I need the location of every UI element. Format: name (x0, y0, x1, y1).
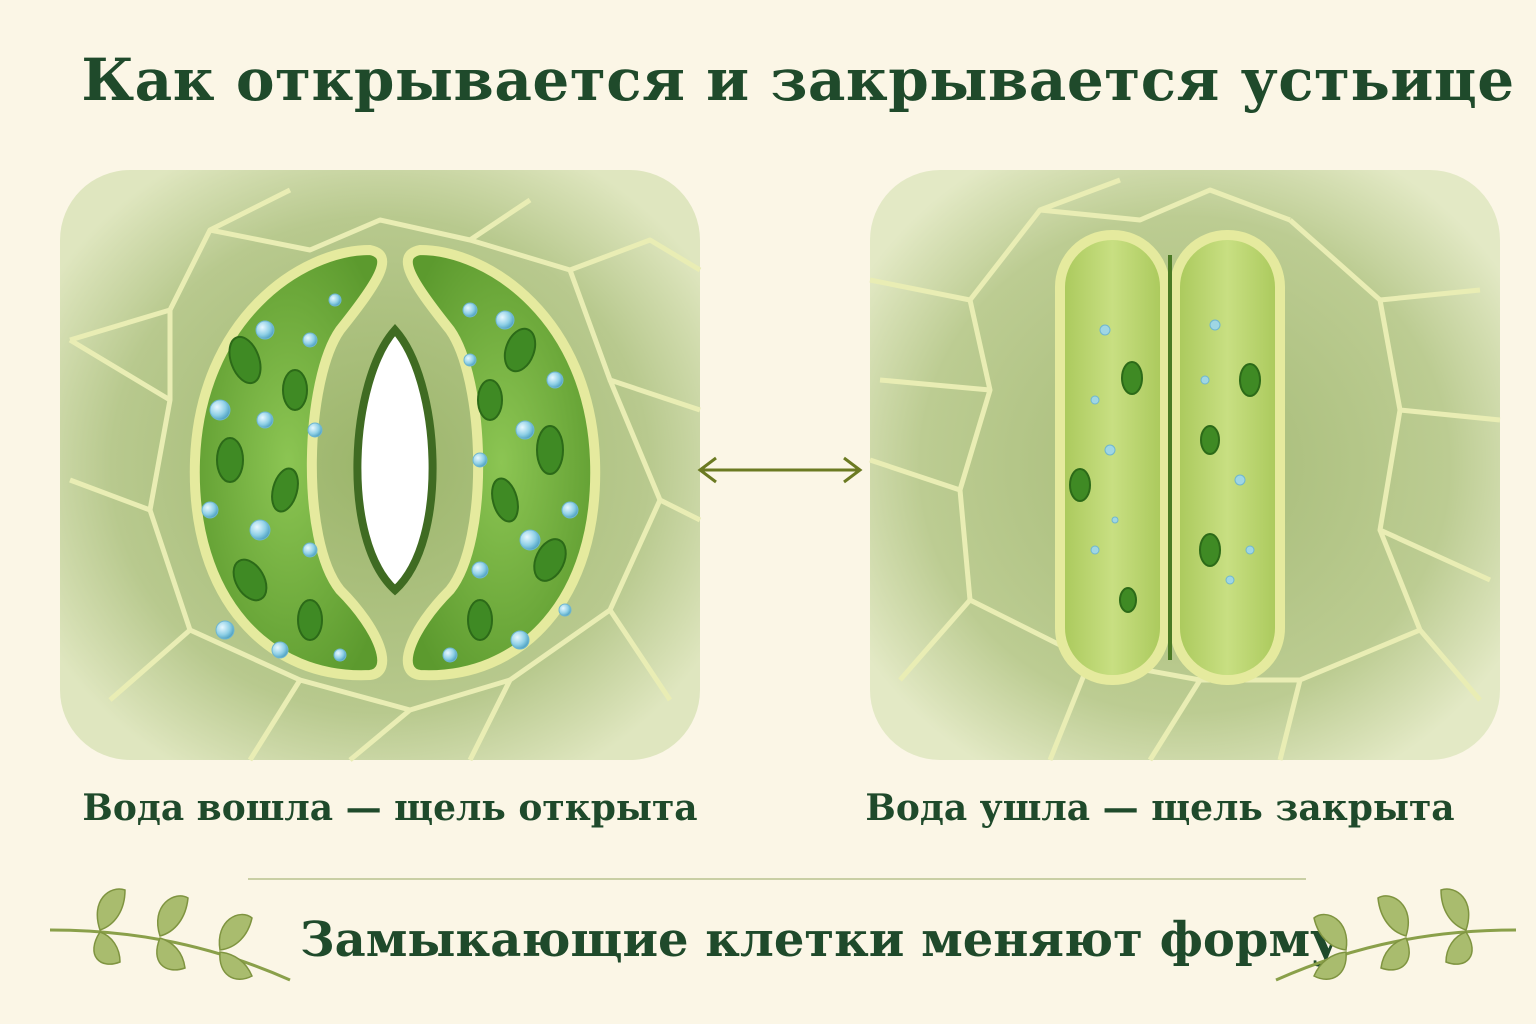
open-stoma-illustration (50, 160, 710, 770)
closed-state-caption: Вода ушла — щель закрыта (865, 787, 1455, 829)
leaf-sprig-left-icon (40, 870, 300, 990)
guard-cell-right (1170, 230, 1285, 685)
page-title: Как открывается и закрывается устьице (81, 46, 1515, 114)
chloroplasts (216, 327, 567, 641)
leaf-sprig-right-icon (1266, 870, 1526, 990)
water-droplets (1090, 319, 1255, 585)
water-droplets (201, 293, 579, 663)
epidermal-cell-walls (869, 177, 1501, 762)
chloroplasts (1069, 361, 1261, 613)
double-arrow-icon (690, 450, 870, 490)
divider-line (248, 878, 1306, 880)
footer-text: Замыкающие клетки меняют форму (300, 912, 1341, 968)
closed-stoma-illustration (860, 160, 1520, 770)
guard-cell-left (1055, 230, 1170, 685)
stomatal-pore-open (353, 324, 437, 596)
epidermal-cell-walls (68, 187, 702, 762)
open-state-caption: Вода вошла — щель открыта (82, 787, 698, 829)
